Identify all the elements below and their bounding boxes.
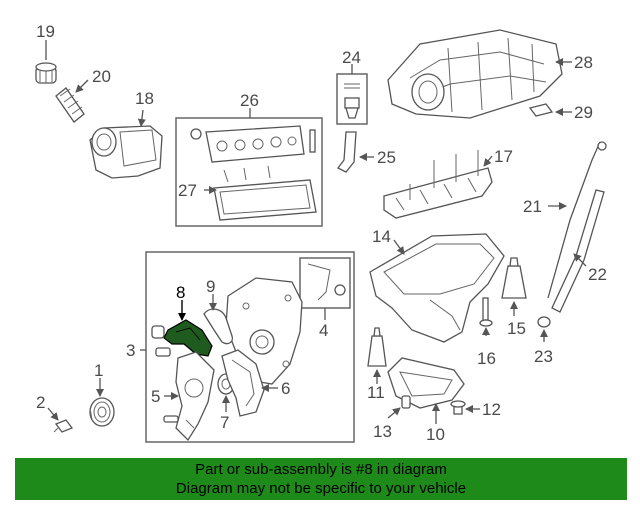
part-14-oil-pan-upper (369, 233, 505, 343)
callout-27: 27 (178, 181, 197, 200)
part-15-sealant-tube (501, 257, 527, 299)
banner-line-1: Part or sub-assembly is #8 in diagram (195, 461, 447, 478)
part-16-bolt (479, 297, 493, 327)
leader-13 (387, 407, 401, 419)
leader-20 (75, 79, 89, 93)
part-8-highlighted (163, 319, 213, 357)
part-pump-bolt-lower (163, 415, 179, 423)
part-12-drain-plug (450, 400, 466, 415)
part-pump-bolt (155, 347, 171, 357)
callout-22: 22 (588, 265, 607, 284)
part-13-stud (401, 395, 411, 409)
group-box-timing-cover (145, 251, 355, 443)
callout-8: 8 (176, 283, 185, 302)
part-6-gasket (221, 349, 265, 417)
callout-26: 26 (240, 91, 259, 110)
callout-29: 29 (574, 103, 593, 122)
part-19-oil-filler-cap (35, 62, 57, 84)
callout-25: 25 (377, 148, 396, 167)
leader-17 (483, 155, 493, 167)
callout-19: 19 (36, 22, 55, 41)
part-29-cover-plate (528, 103, 554, 117)
group-box-cover-seals (299, 257, 351, 309)
callout-7: 7 (220, 413, 229, 432)
part-11-sealant-tube (367, 327, 387, 367)
info-banner: Part or sub-assembly is #8 in diagram Di… (15, 458, 627, 500)
part-4-seal (307, 263, 346, 301)
part-23-o-ring (537, 316, 551, 328)
callout-5: 5 (151, 387, 160, 406)
part-5-water-pump (175, 351, 215, 442)
callout-4: 4 (319, 321, 328, 340)
part-17-windage-tray (383, 150, 493, 219)
leader-22 (573, 253, 587, 267)
callout-11: 11 (367, 383, 385, 402)
part-26-valve-cover (190, 125, 316, 183)
part-18-oil-filter-housing (89, 125, 163, 179)
callout-28: 28 (574, 53, 593, 72)
callout-6: 6 (281, 379, 290, 398)
callout-18: 18 (135, 89, 154, 108)
callout-21: 21 (523, 197, 542, 216)
part-27-valve-cover-gasket (213, 179, 317, 221)
part-1-crankshaft-damper (89, 397, 115, 427)
callout-20: 20 (92, 67, 111, 86)
callout-1: 1 (94, 361, 103, 380)
callout-14: 14 (372, 227, 391, 246)
group-box-valve-cover (175, 117, 323, 227)
part-cup-plug (151, 325, 165, 339)
callout-15: 15 (507, 319, 526, 338)
part-25-pcv-hose (337, 131, 357, 173)
callout-2: 2 (36, 393, 45, 412)
callout-24: 24 (342, 48, 361, 67)
banner-line-2: Diagram may not be specific to your vehi… (175, 480, 467, 497)
callout-10: 10 (426, 425, 445, 444)
callout-17: 17 (494, 147, 513, 166)
callout-16: 16 (477, 349, 496, 368)
leader-14 (393, 239, 405, 255)
part-24-pcv-valve (344, 83, 360, 119)
leader-2 (47, 407, 59, 421)
part-2-damper-bolt (53, 419, 74, 433)
callout-3: 3 (126, 341, 135, 360)
callout-23: 23 (534, 347, 553, 366)
part-28-intake-manifold (387, 29, 563, 119)
callout-12: 12 (482, 400, 501, 419)
callout-13: 13 (373, 422, 392, 441)
part-20-oil-filter-element (55, 87, 85, 123)
part-22-dipstick-tube (551, 189, 605, 313)
callout-9: 9 (206, 277, 215, 296)
part-21-dipstick (547, 141, 607, 299)
part-10-oil-pan-lower (387, 357, 465, 409)
leader-18 (137, 109, 146, 127)
